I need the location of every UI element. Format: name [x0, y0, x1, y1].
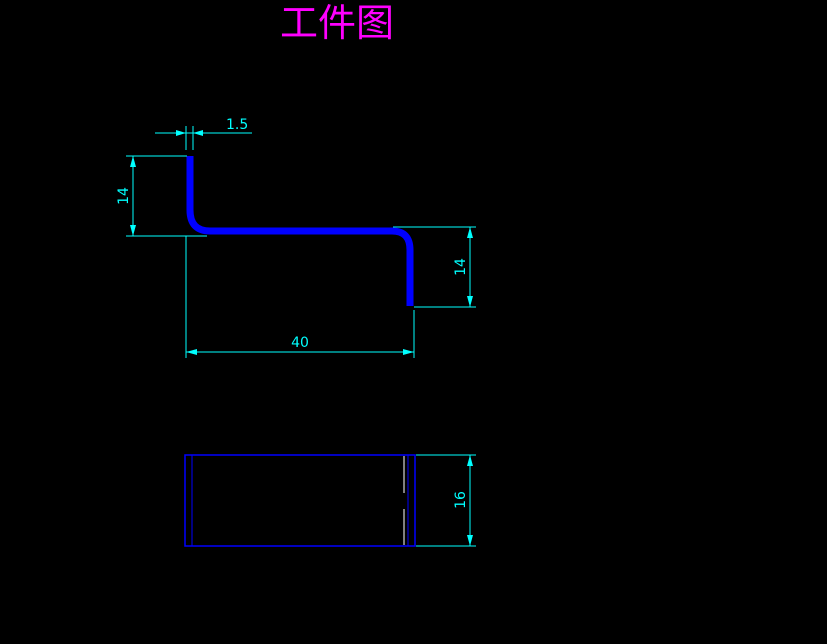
z-profile: [186, 156, 414, 306]
dim-thickness-label: 1.5: [226, 117, 248, 133]
dim-right-height: 14: [393, 226, 476, 308]
dim-depth: 16: [416, 454, 476, 547]
dim-right-height-label: 14: [453, 258, 469, 276]
dim-left-height-label: 14: [116, 187, 132, 205]
dim-width-label: 40: [291, 335, 309, 351]
dim-left-height: 14: [116, 155, 207, 237]
dim-width: 40: [185, 236, 415, 358]
dim-thickness: 1.5: [155, 117, 252, 150]
top-view-outline: [184, 454, 416, 547]
dim-depth-label: 16: [453, 491, 469, 509]
top-view: [184, 454, 416, 547]
drawing-title: 工件图: [280, 1, 395, 45]
